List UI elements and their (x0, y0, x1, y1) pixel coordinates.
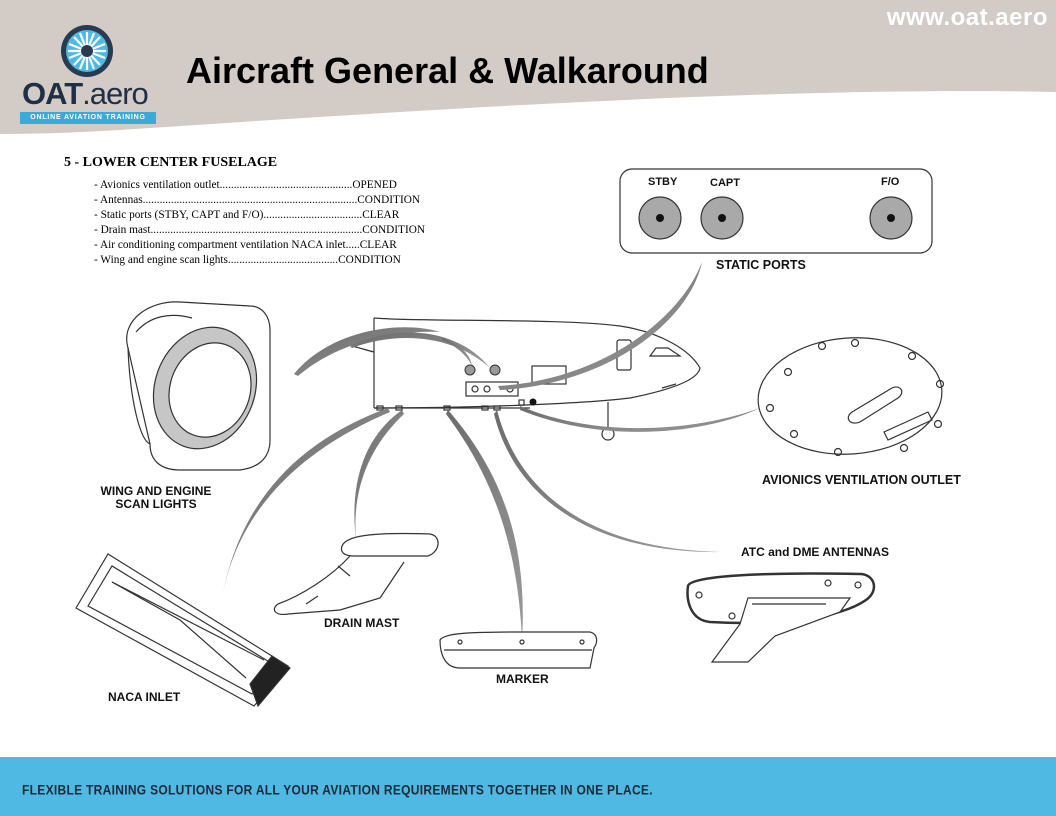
scan-lights-label: WING AND ENGINE SCAN LIGHTS (100, 484, 212, 511)
page-title: Aircraft General & Walkaround (186, 50, 709, 91)
checklist-item: - Avionics ventilation outlet...........… (94, 179, 397, 191)
aircraft-fuselage (351, 317, 701, 441)
checklist-item: - Static ports (STBY, CAPT and F/O).....… (94, 209, 400, 221)
section-title: 5 - LOWER CENTER FUSELAGE (64, 155, 278, 170)
leader-lines (222, 262, 760, 640)
checklist: - Avionics ventilation outlet...........… (94, 178, 456, 268)
logo-tagline: ONLINE AVIATION TRAINING (20, 112, 156, 124)
avionics-outlet-label: AVIONICS VENTILATION OUTLET (762, 473, 961, 487)
footer-band (0, 757, 1056, 816)
static-ports-panel (619, 168, 933, 254)
footer-tagline: FLEXIBLE TRAINING SOLUTIONS FOR ALL YOUR… (22, 782, 653, 799)
capt-port-label: CAPT (710, 177, 740, 189)
fo-port-label: F/O (881, 176, 900, 188)
marker-drawing (439, 631, 598, 669)
static-ports-label: STATIC PORTS (716, 258, 806, 272)
scan-light-drawing (126, 301, 271, 471)
stby-port-label: STBY (648, 176, 678, 188)
drain-mast-label: DRAIN MAST (324, 616, 400, 630)
antennas-label: ATC and DME ANTENNAS (741, 545, 889, 559)
checklist-item: - Air conditioning compartment ventilati… (94, 239, 397, 251)
antenna-drawing (686, 572, 876, 663)
avionics-outlet-drawing (757, 337, 945, 457)
checklist-item: - Drain mast............................… (94, 224, 426, 236)
drain-mast-drawing (273, 532, 439, 615)
turbine-logo-icon (61, 25, 113, 77)
naca-inlet-drawing (75, 553, 291, 708)
logo-wordmark: OAT.aero (22, 76, 149, 111)
marker-label: MARKER (496, 672, 549, 686)
checklist-item: - Antennas..............................… (94, 194, 421, 206)
header-band (0, 0, 1056, 134)
site-url[interactable]: www.oat.aero (886, 4, 1048, 31)
naca-inlet-label: NACA INLET (108, 690, 181, 704)
checklist-item: - Wing and engine scan lights...........… (94, 254, 401, 266)
